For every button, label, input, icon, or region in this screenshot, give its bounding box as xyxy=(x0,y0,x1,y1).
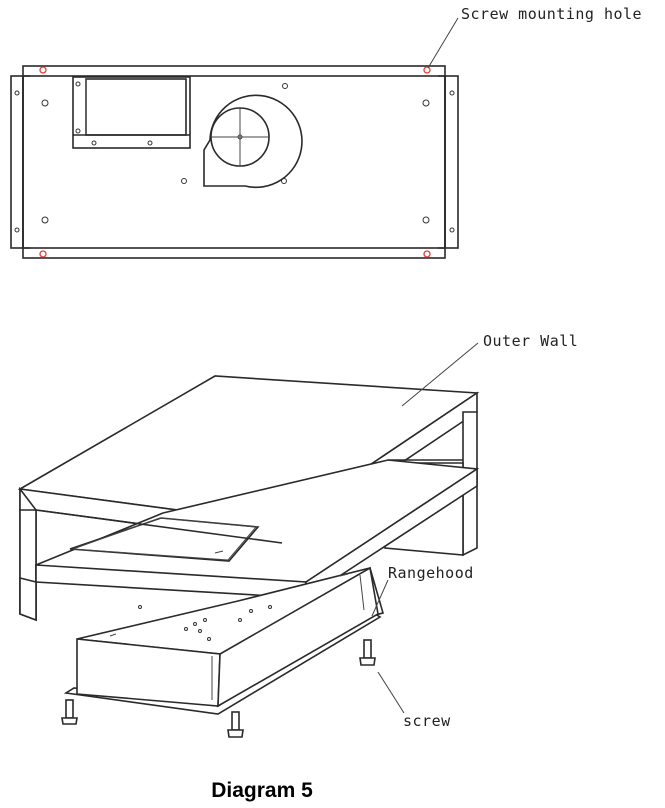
top-view-plate xyxy=(10,65,459,259)
bracket-hole xyxy=(449,227,455,233)
screw-front-left xyxy=(61,699,78,725)
outer-wall-cabinet xyxy=(17,375,480,622)
rangehood-box xyxy=(63,550,384,715)
blower-outlet xyxy=(203,94,303,189)
corner-marks xyxy=(23,75,445,249)
plate-hole xyxy=(422,99,430,107)
screw-mounting-hole xyxy=(423,66,431,74)
screw-mounting-hole-label: Screw mounting hole xyxy=(461,5,642,23)
rangehood-callout: Rangehood xyxy=(371,564,474,617)
screw-label: screw xyxy=(403,712,451,730)
screw-mounting-hole xyxy=(39,66,47,74)
plate-hole xyxy=(282,83,288,89)
screw-mounting-hole xyxy=(423,250,431,258)
damper-housing xyxy=(72,76,191,149)
leader-line xyxy=(427,17,459,69)
leader-line xyxy=(371,579,389,617)
screw-callout: screw xyxy=(377,671,451,730)
outer-wall-callout: Outer Wall xyxy=(401,332,578,407)
diagram-caption: Diagram 5 xyxy=(211,779,313,802)
rangehood-label: Rangehood xyxy=(388,564,474,582)
bracket-hole xyxy=(14,227,20,233)
leader-line xyxy=(377,671,405,714)
plate-hole xyxy=(41,216,49,224)
leader-line xyxy=(401,342,479,407)
left-side-bracket xyxy=(10,75,24,249)
screw-front-right xyxy=(227,711,244,738)
screw-mounting-hole xyxy=(39,250,47,258)
screws xyxy=(61,639,376,738)
bracket-hole xyxy=(449,90,455,96)
plate-hole xyxy=(181,178,187,184)
screw-back-right xyxy=(359,639,376,666)
outer-wall-label: Outer Wall xyxy=(483,332,578,350)
bracket-hole xyxy=(14,90,20,96)
plate-hole xyxy=(422,216,430,224)
plate-hole xyxy=(41,99,49,107)
screw-mounting-hole-callout: Screw mounting hole xyxy=(427,5,642,69)
right-side-bracket xyxy=(444,75,459,249)
